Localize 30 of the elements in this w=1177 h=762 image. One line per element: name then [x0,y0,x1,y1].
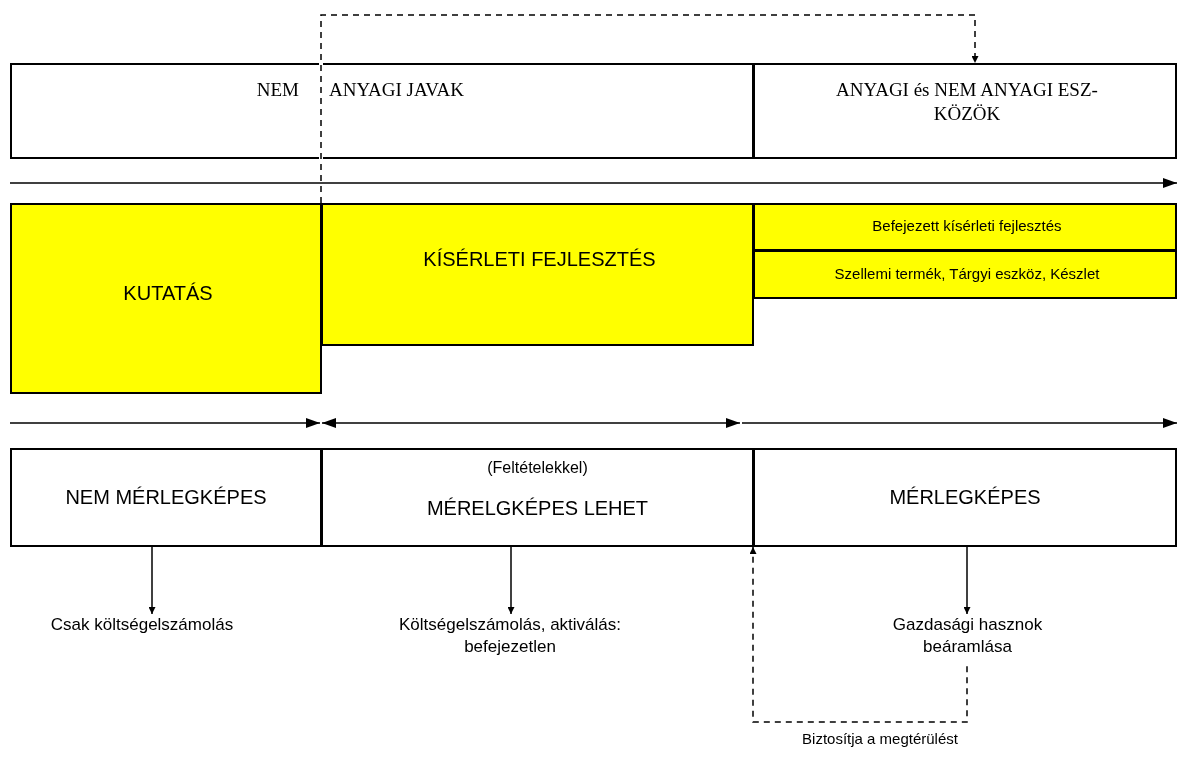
box-label: KUTATÁS [122,281,214,306]
category-box [10,63,319,159]
outcome-text: Gazdasági hasznok beáramlása [875,614,1060,659]
category-box [323,63,754,159]
phase-box [10,203,322,394]
box-label: Szellemi termék, Tárgyi eszköz, Készlet [833,265,1101,284]
status-box [321,448,754,547]
phase-box [321,203,754,346]
dashed-arrow [320,14,979,204]
outcome-text: Költségelszámolás, aktiválás: befejezetlen [375,614,645,659]
note-text: Biztosítja a megtérülést [801,730,959,749]
box-label: NEM [255,78,299,102]
box-label: MÉRLEGKÉPES [888,485,1042,510]
dashed-arrow [749,546,968,723]
box-label: MÉRELGKÉPES LEHET [425,496,650,521]
box-label: KÍSÉRLETI FEJLESZTÉS [422,247,657,272]
arrow [507,546,515,615]
box-label: ANYAGI és NEM ANYAGI ESZ- KÖZÖK [835,78,1099,126]
result-box [753,250,1177,299]
category-box [753,63,1177,159]
outcome-text: Csak költségelszámolás [2,614,282,637]
status-box [10,448,322,547]
box-label: (Feltételekkel) [486,458,589,478]
box-label: ANYAGI JAVAK [329,78,465,102]
arrow [148,546,156,615]
status-box [753,448,1177,547]
result-box [753,203,1177,251]
box-label: Befejezett kísérleti fejlesztés [871,217,1063,236]
arrow [963,546,971,615]
box-label: NEM MÉRLEGKÉPES [64,485,268,510]
